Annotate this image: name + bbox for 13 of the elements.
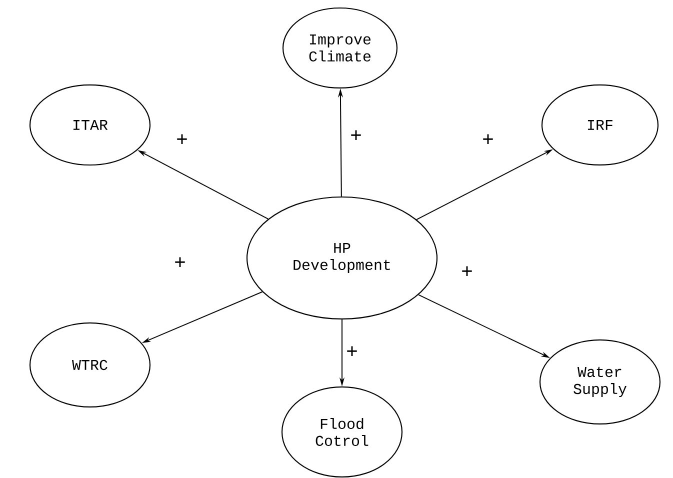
ellipse-node: Flood Cotrol (281, 386, 403, 478)
edge-label: + (175, 133, 189, 147)
ellipse-node: IRF (541, 84, 659, 166)
ellipse-node: Water Supply (539, 339, 661, 425)
ellipse-node: HP Development (246, 196, 438, 320)
edge-label: + (345, 345, 359, 359)
edge-label: + (173, 256, 187, 270)
edge-label: + (481, 133, 495, 147)
edge-label: + (460, 265, 474, 279)
ellipse-node: WTRC (29, 322, 151, 408)
ellipse-node: ITAR (29, 84, 151, 166)
edge-label: + (349, 129, 363, 143)
ellipse-node: Improve Climate (282, 7, 398, 89)
